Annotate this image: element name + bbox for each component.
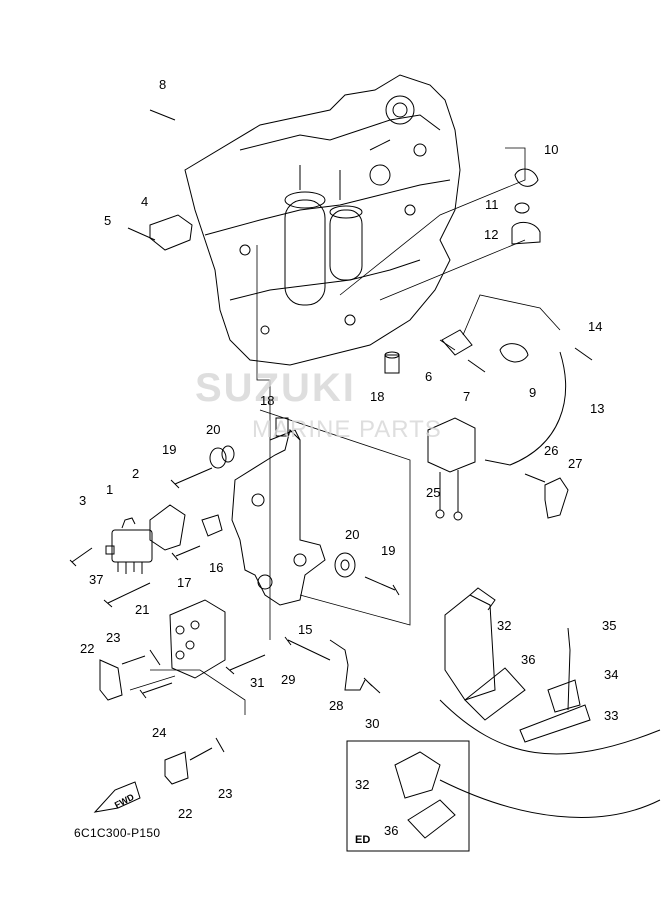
callout-1: 1	[106, 482, 114, 497]
part-lead-13	[484, 351, 567, 466]
callout-4: 4	[141, 194, 149, 209]
callout-22b: 22	[178, 806, 193, 821]
part-bolt-8	[149, 109, 176, 121]
callout-13: 13	[590, 401, 605, 416]
inset-connector-32	[394, 751, 441, 799]
callout-22a: 22	[80, 641, 95, 656]
electrical-bracket	[231, 429, 326, 606]
fwd-arrow-icon	[93, 781, 141, 813]
part-grommet-20b	[334, 552, 356, 578]
part-screw-5	[127, 227, 156, 241]
part-bolt-31	[225, 654, 266, 675]
part-cap-22a	[99, 659, 123, 701]
callout-32a: 32	[497, 618, 512, 633]
callout-27: 27	[568, 456, 583, 471]
part-clip-12	[511, 222, 541, 245]
part-bolt-26	[524, 473, 546, 483]
part-ignition-coil	[427, 417, 476, 521]
part-bracket-6	[441, 329, 473, 356]
callout-10: 10	[544, 142, 559, 157]
part-grommet-20a	[209, 445, 235, 469]
part-bracket-28	[329, 639, 366, 691]
callout-9: 9	[529, 385, 537, 400]
reference-code: 6C1C300-P150	[74, 826, 161, 840]
callout-19a: 19	[162, 442, 177, 457]
callout-21: 21	[135, 602, 150, 617]
part-screw-23a	[121, 649, 161, 666]
callout-23a: 23	[106, 630, 121, 645]
callout-19b: 19	[381, 543, 396, 558]
part-clip-16	[201, 514, 223, 537]
part-bolt-37	[103, 582, 151, 608]
part-clamp-9	[499, 343, 529, 363]
callout-3: 3	[79, 493, 87, 508]
callout-20b: 20	[345, 527, 360, 542]
part-screw-3	[69, 547, 93, 567]
part-seal-36	[464, 667, 526, 721]
callout-31: 31	[250, 675, 265, 690]
callout-23b: 23	[218, 786, 233, 801]
callout-18b: 18	[370, 389, 385, 404]
callout-36b: 36	[384, 823, 399, 838]
callout-20a: 20	[206, 422, 221, 437]
part-rectifier	[169, 599, 226, 679]
engine-block	[184, 74, 461, 366]
callout-6: 6	[425, 369, 433, 384]
part-bolt-14	[574, 347, 593, 361]
callout-12: 12	[484, 227, 499, 242]
part-collar-18b	[384, 351, 400, 374]
callout-24: 24	[152, 725, 167, 740]
part-collar-18a	[275, 417, 289, 437]
callout-17: 17	[177, 575, 192, 590]
callout-15: 15	[298, 622, 313, 637]
callout-37: 37	[89, 572, 104, 587]
bottom-cowl	[439, 699, 661, 818]
callout-29: 29	[281, 672, 296, 687]
part-relay	[105, 517, 153, 574]
watermark-subtitle: MARINE PARTS	[252, 416, 442, 443]
part-cap-27	[544, 477, 569, 519]
part-screw-24	[139, 682, 173, 699]
callout-34: 34	[604, 667, 619, 682]
part-screw-30	[363, 677, 381, 694]
ed-inset-box	[346, 740, 470, 852]
part-bolt-35	[567, 627, 571, 711]
callout-33: 33	[604, 708, 619, 723]
part-screw-17	[171, 545, 201, 561]
part-clip-34	[547, 679, 581, 713]
callout-18a: 18	[260, 393, 275, 408]
part-cap-22b	[164, 751, 189, 785]
callout-11: 11	[485, 197, 499, 212]
part-bolt-19b	[364, 576, 400, 596]
callout-32b: 32	[355, 777, 370, 792]
callout-8: 8	[159, 77, 167, 92]
callout-26: 26	[544, 443, 559, 458]
part-screw-23b	[189, 737, 225, 761]
part-bolt-19a	[170, 467, 213, 489]
part-bolt-29	[284, 636, 331, 661]
inset-seal-36	[407, 799, 456, 839]
callout-30: 30	[365, 716, 380, 731]
guide-lines	[129, 147, 561, 715]
part-bracket-4	[149, 214, 193, 251]
part-bolt-7	[467, 359, 486, 373]
part-connector-32	[444, 587, 496, 701]
callout-5: 5	[104, 213, 112, 228]
callout-2: 2	[132, 466, 140, 481]
callout-36a: 36	[521, 652, 536, 667]
callout-16: 16	[209, 560, 224, 575]
callout-35: 35	[602, 618, 617, 633]
callout-25: 25	[426, 485, 441, 500]
callout-7: 7	[463, 389, 471, 404]
part-cover	[149, 504, 186, 551]
watermark-brand: SUZUKI	[195, 366, 356, 410]
callout-28: 28	[329, 698, 344, 713]
part-bracket-33	[519, 704, 591, 743]
part-washer-11	[514, 202, 530, 214]
callout-14: 14	[588, 319, 603, 334]
part-clamp-10	[514, 168, 539, 187]
inset-label: ED	[355, 834, 371, 846]
